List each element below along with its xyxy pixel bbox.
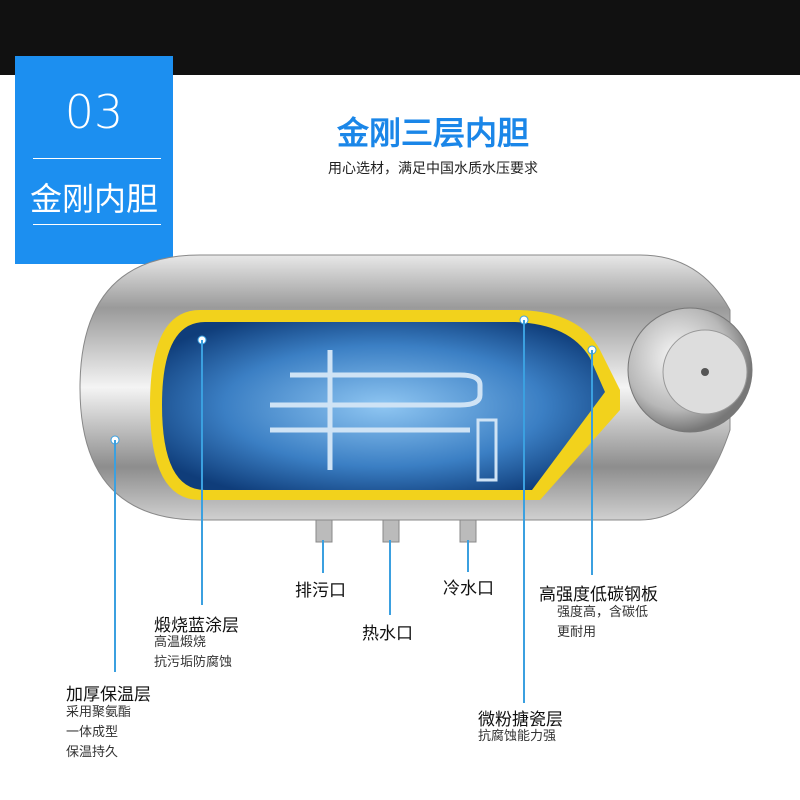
leader-line <box>389 540 391 615</box>
page-subtitle: 用心选材，满足中国水质水压要求 <box>328 161 538 177</box>
divider <box>33 224 161 225</box>
label-drain: 排污口 <box>295 581 346 601</box>
leader-line <box>467 540 469 572</box>
section-number: 03 <box>64 85 124 139</box>
leader-line <box>591 350 593 575</box>
leader-line <box>523 320 525 703</box>
page-title: 金刚三层内胆 <box>336 114 529 152</box>
desc-steel: 强度高，含碳低更耐用 <box>557 605 649 640</box>
section-badge: 03 金刚内胆 <box>15 56 173 264</box>
leader-line <box>201 340 203 605</box>
label-enamel: 微粉搪瓷层 <box>478 710 563 730</box>
label-steel: 高强度低碳钢板 <box>539 585 658 605</box>
desc-insulation: 采用聚氨酯一体成型保温持久 <box>66 705 132 760</box>
leader-line <box>322 540 324 573</box>
desc-blue-coating: 高温煅烧抗污垢防腐蚀 <box>154 635 233 670</box>
leader-line <box>114 440 116 672</box>
divider <box>33 158 161 159</box>
section-name: 金刚内胆 <box>29 180 158 218</box>
label-hot-outlet: 热水口 <box>362 624 413 644</box>
end-cap-flange <box>627 307 753 433</box>
label-cold-inlet: 冷水口 <box>443 579 494 599</box>
label-insulation: 加厚保温层 <box>66 685 151 705</box>
desc-enamel: 抗腐蚀能力强 <box>478 729 557 744</box>
label-blue-coating: 煅烧蓝涂层 <box>154 616 239 636</box>
pipe-fittings <box>315 519 477 543</box>
heating-element <box>270 350 498 482</box>
